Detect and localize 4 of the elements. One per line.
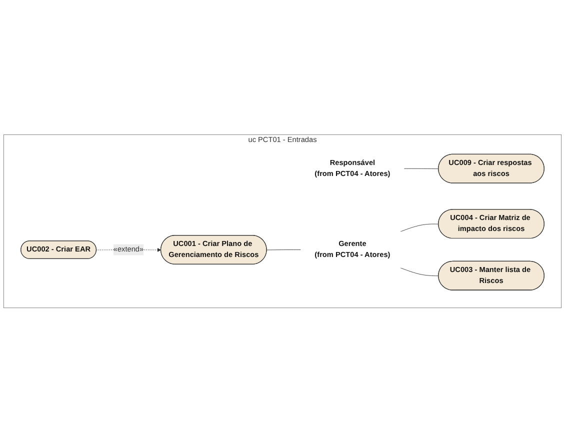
connector	[266, 249, 302, 250]
connector	[400, 267, 439, 276]
connector	[400, 224, 439, 232]
connector	[404, 168, 439, 169]
